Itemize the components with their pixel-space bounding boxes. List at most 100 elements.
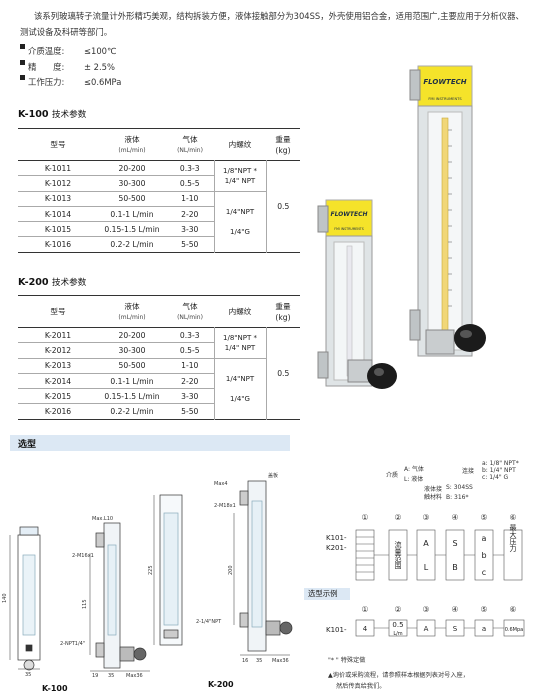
svg-text:S: S: [453, 625, 458, 633]
thread-cell-a: 1/8"NPT *1/4" NPT: [213, 327, 266, 359]
svg-text:③: ③: [422, 605, 429, 614]
spec-temperature: 介质温度:≤100℃: [20, 44, 121, 60]
flowmeter-small: FLOWTECH FMI INSTRUMENTS: [317, 199, 397, 389]
svg-text:①: ①: [361, 605, 368, 614]
product-photo: FLOWTECH FMI INSTRUMENTS FLOWTECH FMI IN…: [317, 65, 486, 389]
intro-text: 该系列玻璃转子流量计外形精巧美观，结构拆装方便，液体接触部分为304SS，外壳使…: [20, 11, 524, 37]
svg-text:A: A: [424, 625, 429, 633]
thread-cell-a: 1/8"NPT *1/4" NPT: [213, 160, 266, 192]
svg-text:K201-: K201-: [326, 544, 347, 552]
svg-text:FMI INSTRUMENTS: FMI INSTRUMENTS: [334, 227, 364, 231]
bullet-icon: [20, 44, 25, 49]
footnote-1: ▲询价或采购流程，请参照样本根据列表对号入座，: [328, 672, 469, 679]
svg-text:b: b: [481, 551, 486, 560]
selection-chart: ① ② ③ ④ ⑤ ⑥ K101- K201- 流量范围 A L S B a b…: [326, 513, 525, 637]
svg-text:⑥: ⑥: [509, 605, 516, 614]
svg-text:L/m: L/m: [393, 631, 402, 637]
svg-text:A: A: [423, 539, 429, 548]
svg-text:S: S: [452, 539, 457, 548]
col-model: 型号: [50, 140, 66, 149]
col-weight: 重量(kg): [275, 301, 291, 322]
svg-text:35: 35: [256, 658, 262, 664]
svg-text:⑤: ⑤: [480, 513, 487, 522]
col-model: 型号: [50, 307, 66, 316]
svg-text:L: L: [424, 563, 429, 572]
svg-text:⑤: ⑤: [480, 605, 487, 614]
svg-text:K101-: K101-: [326, 534, 347, 542]
k200-spec-table: 型号 液体(mL/min) 气体(NL/min) 内螺纹 重量(kg) K-20…: [18, 295, 300, 420]
bullet-icon: [20, 59, 25, 65]
svg-text:③: ③: [422, 513, 429, 522]
col-gas: 气体(NL/min): [177, 134, 203, 154]
svg-text:2-NPT1/4": 2-NPT1/4": [60, 641, 85, 647]
col-weight: 重量(kg): [275, 134, 291, 155]
k100-spec-table: 型号 液体(mL/min) 气体(NL/min) 内螺纹 重量(kg) K-10…: [18, 128, 300, 253]
footnote-2: 然后传真给我们。: [336, 683, 386, 690]
svg-text:19: 19: [92, 673, 98, 679]
col-thread: 内螺纹: [228, 307, 252, 316]
k100-title: K-100 技术参数: [18, 109, 87, 120]
table-header-row: 型号 液体(mL/min) 气体(NL/min) 内螺纹 重量(kg): [18, 128, 300, 161]
svg-text:Max36: Max36: [272, 658, 289, 664]
svg-text:200: 200: [228, 565, 234, 575]
svg-text:K101-: K101-: [326, 626, 347, 634]
selection-band: 选型: [10, 435, 290, 451]
svg-text:0.5: 0.5: [392, 621, 403, 629]
svg-text:流量范围: 流量范围: [394, 540, 402, 570]
weight-cell: 0.5: [265, 327, 300, 420]
svg-text:Max.L10: Max.L10: [92, 516, 113, 522]
brand-logo: FLOWTECH: [423, 78, 466, 86]
svg-text:35: 35: [25, 672, 31, 678]
svg-text:⑥: ⑥: [509, 513, 516, 522]
svg-text:Max36: Max36: [126, 673, 143, 679]
svg-text:2-1/4"NPT: 2-1/4"NPT: [196, 619, 222, 625]
footnote-star: "* " 特殊定做: [328, 657, 366, 664]
svg-text:a: a: [482, 534, 487, 543]
table-header-row: 型号 液体(mL/min) 气体(NL/min) 内螺纹 重量(kg): [18, 295, 300, 328]
dimension-drawings: Max.L10 2-M16x1 2-NPT1/4" 140 115 35 19 …: [2, 472, 293, 693]
k200-drawing-label: K-200: [208, 680, 234, 689]
svg-text:225: 225: [148, 565, 154, 575]
svg-text:④: ④: [451, 605, 458, 614]
spec-pressure: 工作压力:≤0.6MPa: [20, 75, 121, 91]
svg-text:2-M16x1: 2-M16x1: [72, 553, 94, 559]
flowmeter-large: FLOWTECH FMI INSTRUMENTS: [409, 65, 486, 357]
svg-text:B: B: [452, 563, 458, 572]
svg-text:140: 140: [2, 593, 8, 603]
col-liquid: 液体(mL/min): [118, 134, 146, 154]
example-band: 选型示例: [304, 588, 350, 600]
svg-text:35: 35: [108, 673, 114, 679]
svg-text:②: ②: [394, 605, 401, 614]
spec-accuracy: 精 度:± 2.5%: [20, 59, 121, 76]
svg-text:16: 16: [242, 658, 248, 664]
col-gas: 气体(NL/min): [177, 301, 203, 321]
svg-text:115: 115: [82, 599, 88, 609]
k200-title: K-200 技术参数: [18, 277, 87, 288]
svg-text:FMI INSTRUMENTS: FMI INSTRUMENTS: [428, 97, 462, 101]
svg-text:a: a: [482, 625, 486, 633]
svg-text:①: ①: [361, 513, 368, 522]
weight-cell: 0.5: [265, 160, 300, 253]
svg-text:0.6Mpa: 0.6Mpa: [505, 627, 524, 633]
svg-text:4: 4: [363, 625, 368, 633]
svg-text:2-M18x1: 2-M18x1: [214, 503, 236, 509]
svg-text:②: ②: [394, 513, 401, 522]
svg-text:最大压力: 最大压力: [509, 524, 517, 553]
svg-text:c: c: [482, 568, 486, 577]
svg-text:Max4: Max4: [214, 481, 228, 487]
svg-text:④: ④: [451, 513, 458, 522]
k100-drawing-label: K-100: [42, 684, 68, 693]
